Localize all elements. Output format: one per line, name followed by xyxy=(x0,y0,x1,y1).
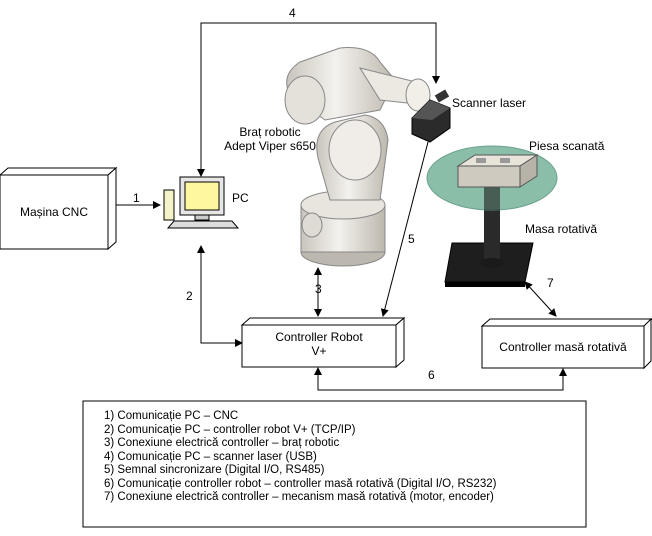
legend-box xyxy=(82,400,587,528)
link-number-3: 3 xyxy=(315,282,322,296)
legend-item: 7) Conexiune electrică controller – meca… xyxy=(104,491,494,503)
link-4 xyxy=(197,22,440,177)
table-controller-box xyxy=(480,317,652,370)
cnc-label: Mașina CNC xyxy=(19,205,88,219)
pc-icon xyxy=(163,176,240,229)
link-number-1: 1 xyxy=(133,191,140,205)
robot-arm-label-line1: Braț robotic xyxy=(239,125,301,139)
robot-arm-illustration xyxy=(284,47,431,267)
legend-item: 3) Conexiune electrică controller – braț… xyxy=(104,437,340,449)
table-controller-label: Controller masă rotativă xyxy=(499,340,627,354)
pc-label: PC xyxy=(232,191,249,205)
turntable-illustration xyxy=(426,145,558,287)
robot-controller-box xyxy=(240,316,406,369)
link-7 xyxy=(524,281,557,317)
cnc-box xyxy=(0,166,118,251)
link-5 xyxy=(380,141,429,317)
legend-item: 6) Comunicație controller robot – contro… xyxy=(104,477,497,490)
robot-arm-label: Braț robotic Adept Viper s650 xyxy=(210,125,330,153)
turntable-label: Masa rotativă xyxy=(525,222,598,236)
legend-item: 2) Comunicație PC – controller robot V+ … xyxy=(104,423,356,436)
legend-list: 1) Comunicație PC – CNC 2) Comunicație P… xyxy=(104,410,496,505)
robot-controller-label-line1: Controller Robot xyxy=(275,330,363,344)
legend-item: 5) Semnal sincronizare (Digital I/O, RS4… xyxy=(104,464,325,476)
link-number-2: 2 xyxy=(186,289,193,303)
laser-scanner-icon xyxy=(411,89,451,143)
link-number-7: 7 xyxy=(547,276,554,290)
link-2 xyxy=(197,245,243,347)
legend-item: 4) Comunicație PC – scanner laser (USB) xyxy=(104,450,317,463)
link-number-5: 5 xyxy=(408,232,415,246)
workpiece-label: Piesa scanată xyxy=(529,139,605,153)
link-number-6: 6 xyxy=(428,368,435,382)
legend-item: 1) Comunicație PC – CNC xyxy=(104,410,239,422)
robot-controller-label: Controller Robot V+ xyxy=(242,330,396,358)
link-number-4: 4 xyxy=(289,6,296,20)
link-6 xyxy=(314,367,567,391)
robot-controller-label-line2: V+ xyxy=(311,344,327,358)
scanner-label: Scanner laser xyxy=(452,96,527,110)
robot-arm-label-line2: Adept Viper s650 xyxy=(224,139,316,153)
